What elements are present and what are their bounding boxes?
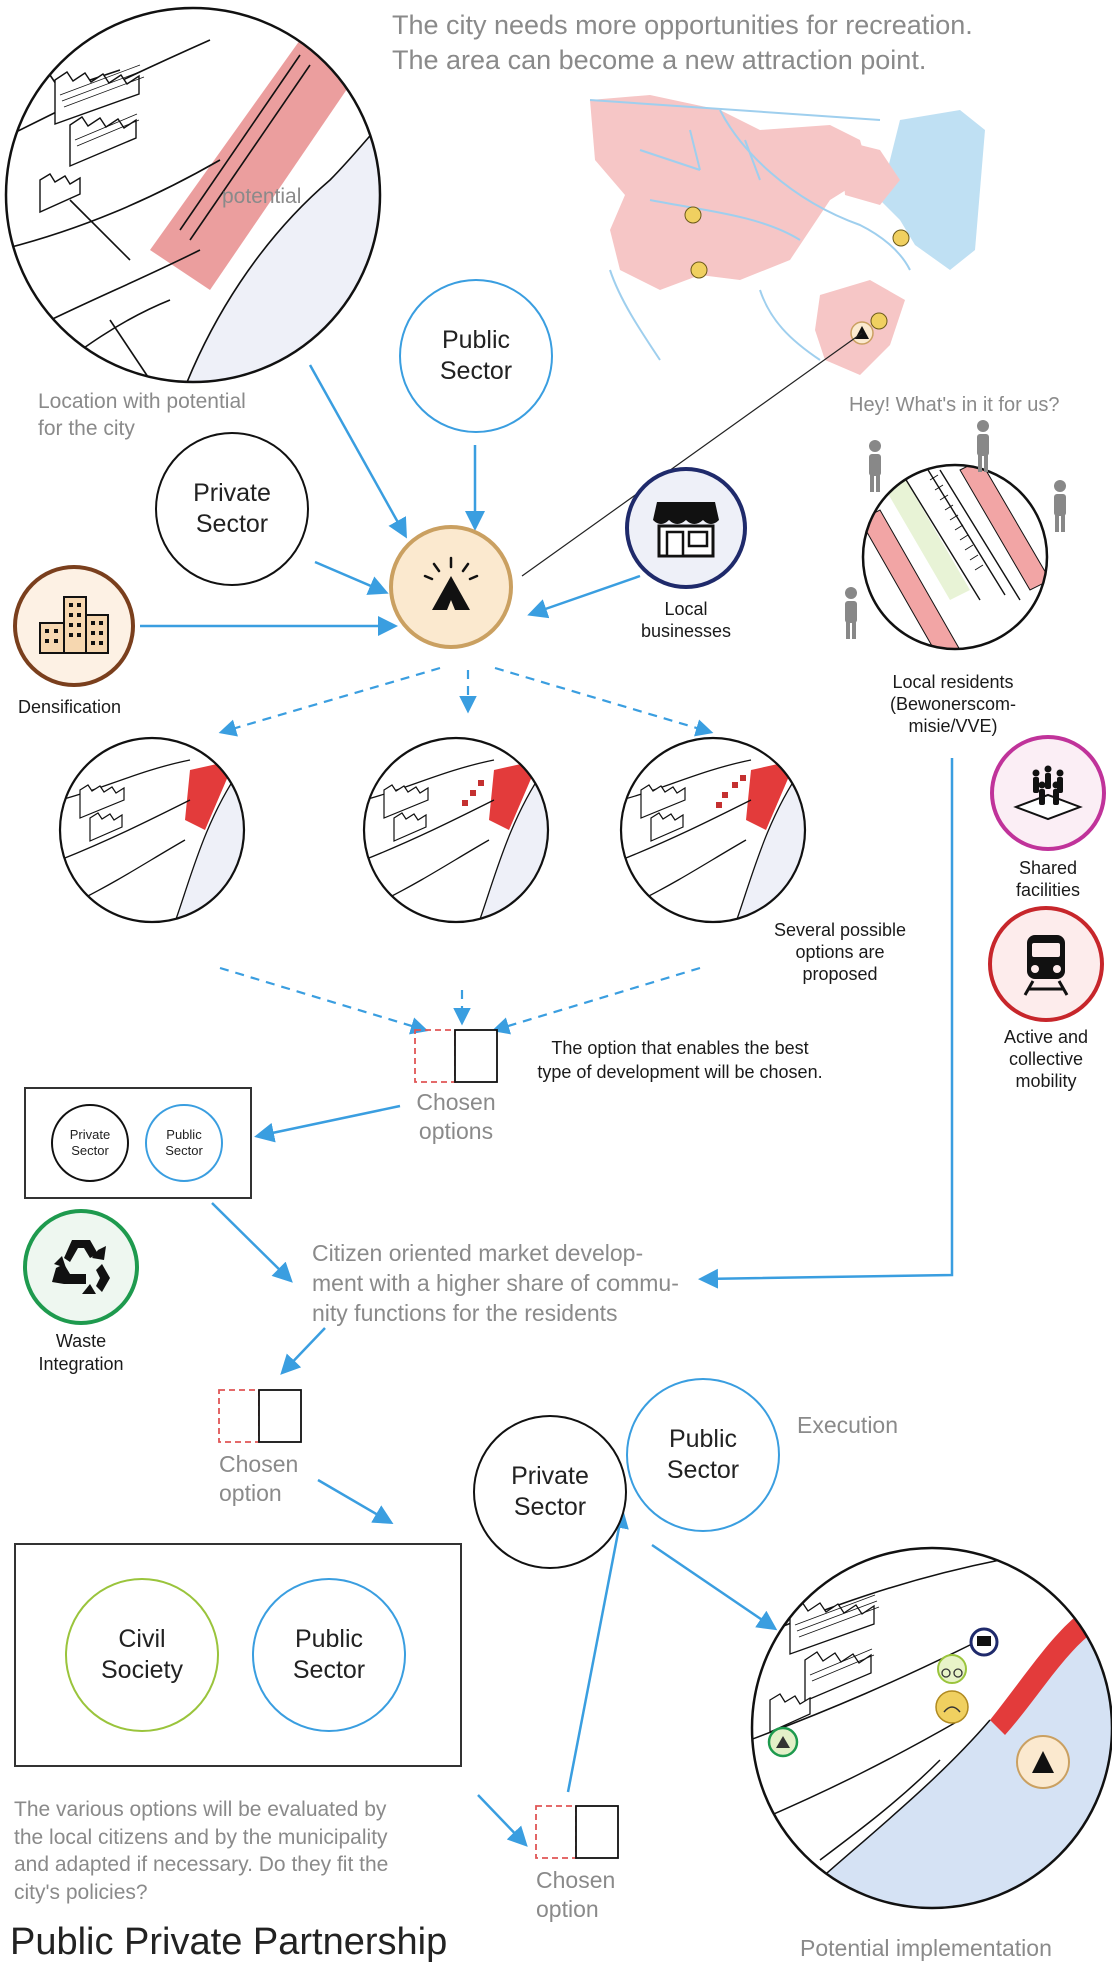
small-private-line-2: Sector (71, 1143, 109, 1158)
residents-caption-line-1: Local residents (892, 672, 1014, 692)
city-map (589, 95, 985, 375)
flow-arrows (211, 1104, 778, 1847)
waste-label: Waste Integration (12, 1330, 150, 1376)
evaluation-public-line-1: Public (294, 1624, 364, 1653)
buildings-icon (13, 565, 135, 687)
location-caption-line-2: for the city (38, 417, 135, 440)
chosen-option-label-3: Chosen option (536, 1866, 615, 1924)
location-map (6, 8, 380, 382)
page-title: Public Private Partnership (10, 1921, 448, 1963)
public-sector-line-1: Public (441, 325, 511, 354)
chosen-box-2 (218, 1389, 302, 1443)
chosen-options-line-1: Chosen (416, 1089, 496, 1115)
evaluation-text: The various options will be evaluated by… (14, 1796, 388, 1906)
people-grid-icon (990, 735, 1106, 851)
local-businesses-line-2: businesses (640, 621, 732, 641)
evaluation-line-4: city's policies? (14, 1880, 148, 1904)
private-sector-line-2: Sector (195, 510, 269, 538)
intro-line-2: The area can become a new attraction poi… (392, 45, 927, 75)
option-map-2 (364, 738, 548, 922)
mobility-line-1: Active and (1003, 1027, 1089, 1047)
implementation-map (752, 1548, 1112, 1908)
development-line-2: ment with a higher share of commu- (312, 1270, 679, 1296)
public-sector-line-2: Sector (439, 357, 513, 385)
waste-line-1: Waste (55, 1331, 107, 1351)
evaluation-line-1: The various options will be evaluated by (14, 1798, 387, 1821)
proposed-note-line-3: proposed (802, 964, 878, 984)
execution-private-line-2: Sector (513, 1493, 587, 1521)
dashed-arrows (218, 666, 714, 1035)
shop-icon (625, 467, 747, 589)
best-note-line-1: The option that enables the best (551, 1038, 809, 1058)
train-icon (988, 906, 1104, 1022)
private-sector-line-1: Private (193, 478, 271, 507)
execution-label: Execution (797, 1412, 899, 1438)
best-note-line-2: type of development will be chosen. (537, 1062, 823, 1082)
execution-private-line-1: Private (511, 1461, 589, 1490)
proposed-note-line-1: Several possible (773, 920, 907, 940)
proposed-note-line-2: options are (795, 942, 885, 962)
chosen-box-3 (535, 1805, 619, 1859)
evaluation-line-3: and adapted if necessary. Do they fit th… (14, 1853, 389, 1876)
person-icons (845, 420, 1066, 639)
evaluation-line-2: the local citizens and by the municipali… (14, 1825, 388, 1849)
option-map-1 (60, 738, 244, 922)
tent-icon (389, 525, 513, 649)
implementation-label: Potential implementation (800, 1935, 1052, 1961)
civil-society-line-2: Society (101, 1656, 183, 1684)
implementation-icons (767, 1627, 1070, 1789)
execution-public-line-2: Sector (666, 1456, 740, 1484)
location-caption-line-1: Location with potential (38, 390, 246, 413)
best-option-note: The option that enables the best type of… (530, 1036, 830, 1084)
civil-society-line-1: Civil (118, 1624, 166, 1653)
option-map-3 (621, 738, 805, 922)
chosen-option-3-line-2: option (536, 1896, 599, 1922)
chosen-option-3-line-1: Chosen (536, 1867, 616, 1893)
recycle-icon (23, 1209, 139, 1325)
development-text: Citizen oriented market develop- ment wi… (312, 1238, 679, 1328)
residents-map (863, 465, 1047, 649)
residents-caption-line-3: misie/VVE) (908, 716, 998, 736)
mobility-label: Active and collective mobility (980, 1026, 1112, 1092)
local-businesses-line-1: Local (664, 599, 708, 619)
chosen-option-2-line-2: option (219, 1480, 282, 1506)
chosen-box-1 (414, 1029, 498, 1083)
chosen-option-2-line-1: Chosen (219, 1451, 299, 1477)
intro-line-1: The city needs more opportunities for re… (392, 10, 973, 40)
local-businesses-label: Local businesses (618, 598, 754, 642)
chosen-options-label: Chosen options (396, 1088, 516, 1146)
mobility-line-2: collective (1008, 1049, 1084, 1069)
proposed-note: Several possible options are proposed (750, 919, 930, 985)
small-private-line-1: Private (69, 1126, 111, 1142)
residents-caption: Local residents (Bewonerscom- misie/VVE) (858, 671, 1048, 737)
densification-label: Densification (18, 697, 122, 717)
shared-facilities-line-2: facilities (1015, 880, 1081, 900)
arrows-to-tent (140, 364, 641, 636)
development-line-1: Citizen oriented market develop- (312, 1240, 644, 1266)
chosen-option-label-2: Chosen option (219, 1450, 298, 1508)
chosen-options-line-2: options (418, 1118, 494, 1144)
residents-caption-line-2: (Bewonerscom- (889, 694, 1017, 714)
waste-line-2: Integration (38, 1354, 124, 1374)
residents-question: Hey! What's in it for us? (849, 394, 1060, 416)
mobility-line-3: mobility (1015, 1071, 1077, 1091)
small-public-line-1: Public (166, 1126, 202, 1142)
shared-facilities-label: Shared facilities (990, 857, 1106, 901)
development-line-3: nity functions for the residents (312, 1300, 618, 1326)
small-public-line-2: Sector (165, 1143, 203, 1158)
shared-facilities-line-1: Shared (1018, 858, 1078, 878)
evaluation-public-line-2: Sector (292, 1656, 366, 1684)
execution-public-line-1: Public (668, 1424, 738, 1453)
potential-label: potential (222, 185, 302, 208)
